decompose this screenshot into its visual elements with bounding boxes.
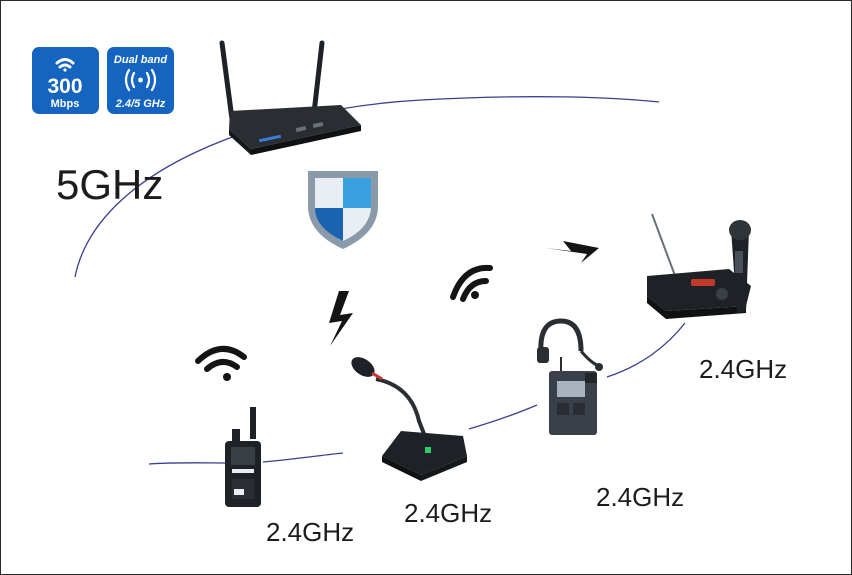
speed-badge: 300 Mbps (32, 47, 99, 114)
wifi-router (219, 40, 361, 155)
dual-band-badge: Dual band 2.4/5 GHz (107, 47, 174, 114)
device-chain-curve-4 (606, 322, 686, 378)
device-chain-curve-2 (262, 452, 344, 463)
headset-bodypack (537, 318, 603, 435)
wifi-signal-icon (450, 264, 493, 302)
bodypack-band-label: 2.4GHz (596, 482, 684, 512)
router-band-label: 5GHz (56, 161, 163, 208)
conference-mic-band-label: 2.4GHz (404, 498, 492, 528)
walkie-talkie (225, 407, 261, 507)
lightning-bolt-icon (329, 291, 353, 346)
handheld-mic-band-label: 2.4GHz (699, 354, 787, 384)
dual-band-badge-subtitle: 2.4/5 GHz (115, 98, 166, 110)
wifi-signal-icon (195, 346, 247, 381)
speed-badge-unit: Mbps (51, 98, 80, 110)
device-chain-curve-3 (468, 404, 538, 430)
wifi-icon (55, 58, 75, 72)
dual-band-badge-title: Dual band (114, 54, 167, 66)
walkie-talkie-band-label: 2.4GHz (266, 517, 354, 547)
shield-icon (308, 171, 378, 249)
device-chain-curve-1 (148, 462, 230, 465)
speed-badge-value: 300 (47, 75, 82, 98)
router-band-curve (74, 96, 660, 278)
lightning-bolt-icon (546, 241, 599, 263)
broadcast-icon (124, 68, 157, 92)
handheld-mic-receiver (647, 213, 751, 319)
conference-microphone (351, 357, 467, 481)
